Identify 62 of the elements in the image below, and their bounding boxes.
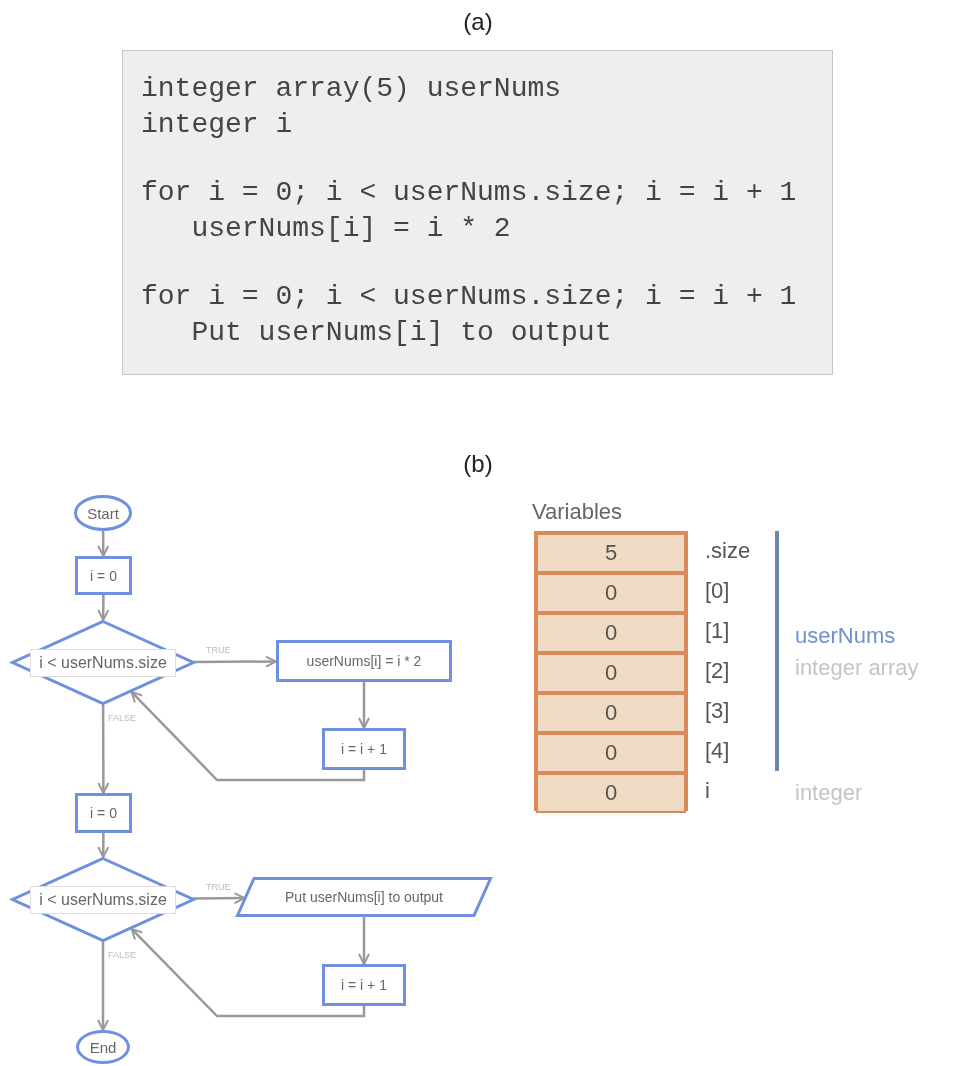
panel-label: (a) bbox=[463, 8, 493, 36]
memory-cell bbox=[536, 653, 686, 693]
variable-name: userNums bbox=[795, 623, 896, 649]
arrow bbox=[358, 917, 370, 965]
index-label: [0] bbox=[705, 578, 730, 604]
index-label: i bbox=[705, 778, 710, 804]
cell-value: 0 bbox=[604, 700, 618, 726]
cell-value: 0 bbox=[604, 740, 618, 766]
code-line: integer array(5) userNums bbox=[141, 72, 562, 106]
arrow bbox=[193, 655, 277, 668]
decision-diamond bbox=[11, 857, 195, 942]
memory-cell bbox=[536, 693, 686, 733]
code-line: integer i bbox=[141, 108, 293, 142]
edge-label: FALSE bbox=[107, 950, 137, 960]
index-label: [3] bbox=[705, 698, 730, 724]
arrow bbox=[193, 892, 246, 905]
cell-value: 0 bbox=[604, 580, 618, 606]
code-line: Put userNums[i] to output bbox=[190, 316, 612, 350]
cell-value: 5 bbox=[604, 540, 618, 566]
arrow bbox=[97, 704, 110, 794]
arrow bbox=[97, 833, 110, 859]
condition-label: i < userNums.size bbox=[30, 885, 176, 914]
memory-cell bbox=[536, 573, 686, 613]
cell-value: 0 bbox=[604, 660, 618, 686]
edge-label: TRUE bbox=[205, 882, 232, 892]
memory-cell bbox=[536, 773, 686, 813]
memory-table bbox=[534, 531, 688, 811]
arrow bbox=[97, 942, 109, 1031]
terminal-oval: End bbox=[76, 1030, 130, 1064]
edge-label: TRUE bbox=[205, 645, 232, 655]
process-box: i = 0 bbox=[75, 556, 132, 595]
cell-value: 0 bbox=[604, 780, 618, 806]
code-line: for i = 0; i < userNums.size; i = i + 1 bbox=[141, 280, 797, 314]
memory-cell bbox=[536, 733, 686, 773]
process-box: i = i + 1 bbox=[322, 728, 406, 770]
arrow bbox=[97, 595, 110, 622]
terminal-oval: Start bbox=[74, 495, 132, 531]
edge-label: FALSE bbox=[107, 713, 137, 723]
index-label: [4] bbox=[705, 738, 730, 764]
table-heading: Variables bbox=[532, 499, 623, 525]
memory-cell bbox=[536, 533, 686, 573]
decision-diamond bbox=[11, 620, 195, 705]
process-box: userNums[i] = i * 2 bbox=[276, 640, 452, 682]
code-box bbox=[122, 50, 833, 375]
process-box: i = 0 bbox=[75, 793, 132, 833]
memory-cell bbox=[536, 613, 686, 653]
variable-type: integer array bbox=[795, 655, 919, 681]
cell-value: 0 bbox=[604, 620, 618, 646]
panel-label: (b) bbox=[463, 450, 493, 478]
index-label: [2] bbox=[705, 658, 730, 684]
process-box: i = i + 1 bbox=[322, 964, 406, 1006]
condition-label: i < userNums.size bbox=[30, 648, 176, 677]
io-parallelogram: Put userNums[i] to output bbox=[236, 877, 492, 917]
arrow bbox=[358, 682, 370, 729]
index-label: [1] bbox=[705, 618, 730, 644]
arrow bbox=[97, 531, 110, 557]
arrow bbox=[130, 927, 366, 1018]
arrow bbox=[130, 690, 366, 782]
index-label: .size bbox=[705, 538, 751, 564]
code-line: userNums[i] = i * 2 bbox=[190, 212, 511, 246]
code-line: for i = 0; i < userNums.size; i = i + 1 bbox=[141, 176, 797, 210]
variable-type: integer bbox=[795, 780, 863, 806]
